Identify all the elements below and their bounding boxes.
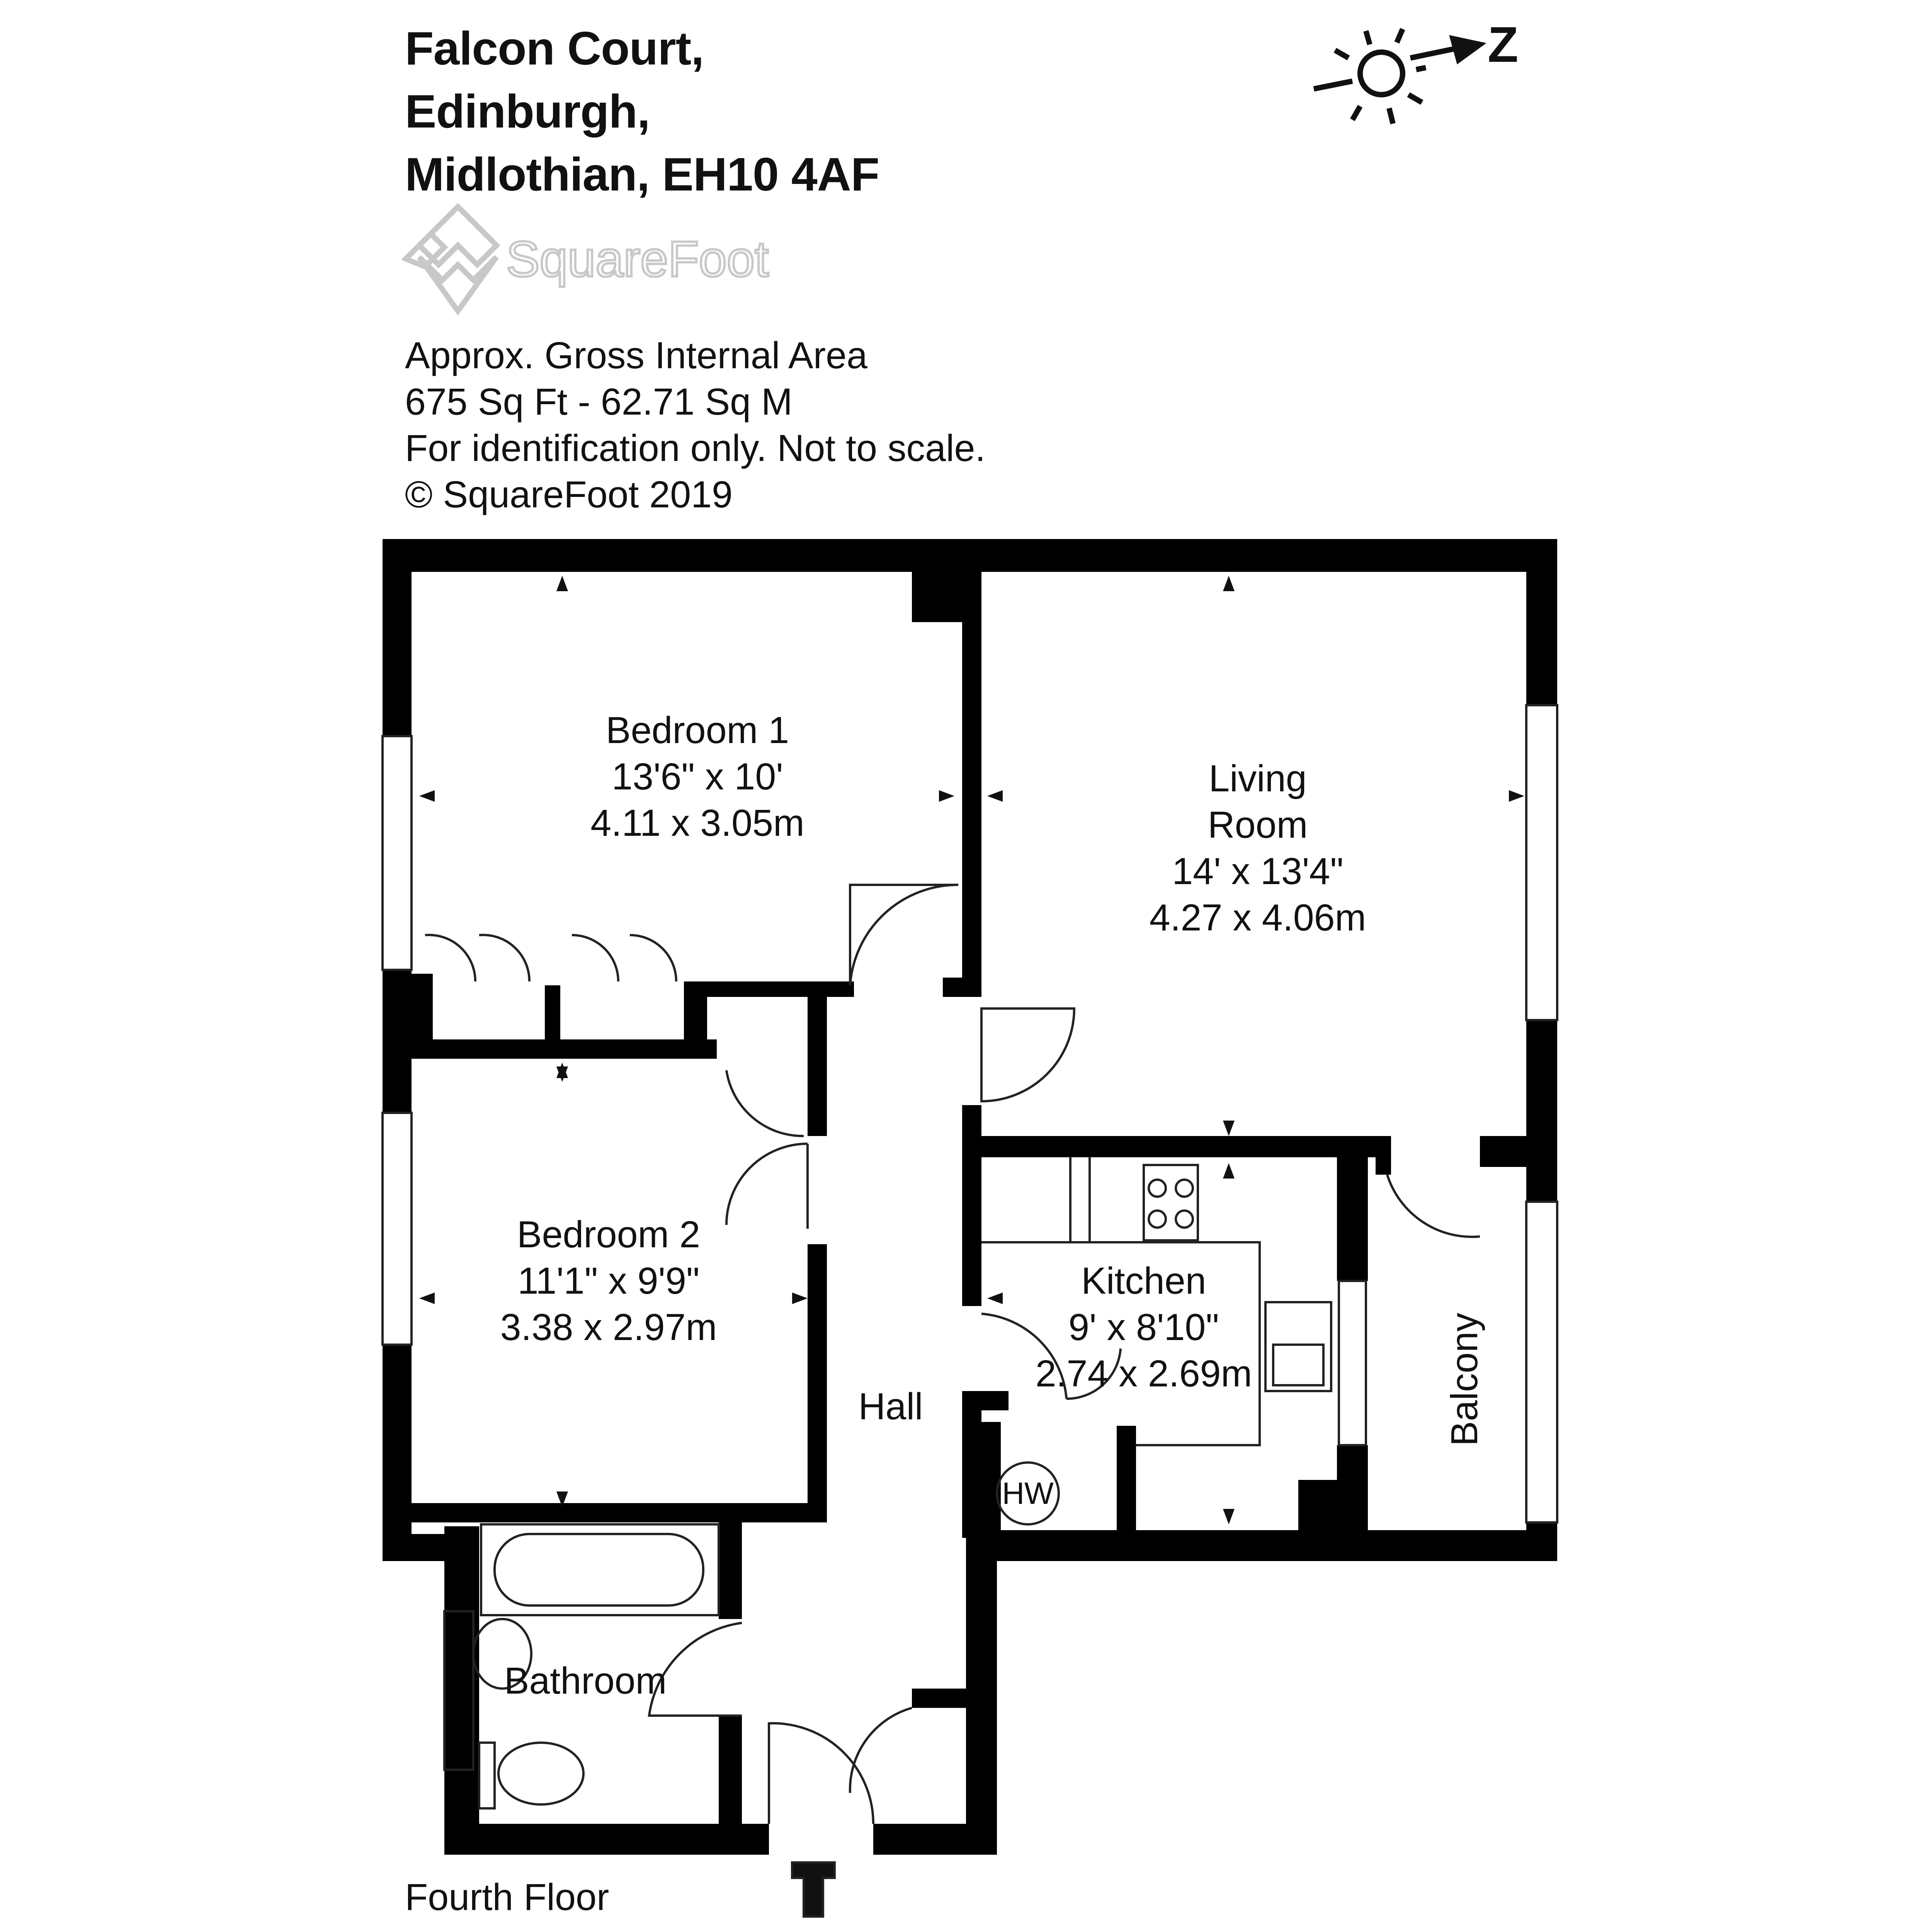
room-balcony: Balcony bbox=[1443, 1313, 1485, 1446]
compass: Z bbox=[1313, 16, 1518, 124]
bedroom-1-imperial: 13'6" x 10' bbox=[612, 755, 783, 798]
kitchen-metric: 2.74 x 2.69m bbox=[1035, 1352, 1252, 1395]
address-line-2: Edinburgh, bbox=[405, 85, 650, 138]
hot-water-cylinder bbox=[996, 1461, 1060, 1526]
inner-walls bbox=[412, 572, 1534, 1855]
squarefoot-logo: SquareFoot bbox=[402, 203, 770, 315]
compass-north-label: Z bbox=[1488, 16, 1518, 73]
toilet bbox=[497, 1742, 585, 1806]
hall-name: Hall bbox=[858, 1385, 923, 1427]
address-line-3: Midlothian, EH10 4AF bbox=[405, 148, 879, 201]
bathroom-name: Bathroom bbox=[504, 1660, 667, 1702]
address-line-1: Falcon Court, bbox=[405, 22, 704, 75]
squarefoot-diamond-logo-icon bbox=[402, 203, 500, 315]
outer-walls bbox=[383, 539, 1557, 1855]
living-name-line-1: Living bbox=[1209, 757, 1307, 799]
living-imperial: 14' x 13'4" bbox=[1172, 850, 1344, 892]
doors bbox=[425, 883, 1480, 1824]
room-bedroom-2: Bedroom 2 11'1" x 9'9" 3.38 x 2.97m bbox=[500, 1211, 717, 1350]
windows bbox=[381, 704, 1558, 1771]
info-block: Approx. Gross Internal Area 675 Sq Ft - … bbox=[405, 332, 985, 518]
room-bathroom: Bathroom bbox=[504, 1658, 667, 1704]
hot-water-label: HW bbox=[1002, 1476, 1054, 1510]
address-title: Falcon Court, Edinburgh, Midlothian, EH1… bbox=[405, 17, 879, 206]
bedroom-1-metric: 4.11 x 3.05m bbox=[590, 802, 804, 844]
sink bbox=[1264, 1301, 1332, 1392]
bedroom-2-name: Bedroom 2 bbox=[517, 1213, 701, 1255]
washbasin bbox=[472, 1618, 532, 1690]
bathtub bbox=[480, 1523, 720, 1616]
room-kitchen: Kitchen 9' x 8'10" 2.74 x 2.69m bbox=[1036, 1258, 1252, 1397]
fixtures bbox=[472, 1157, 1332, 1918]
room-living: Living Room 14' x 13'4" 4.27 x 4.06m bbox=[1150, 755, 1366, 941]
area-value: 675 Sq Ft - 62.71 Sq M bbox=[405, 381, 793, 423]
living-metric: 4.27 x 4.06m bbox=[1149, 896, 1366, 939]
floor-label: Fourth Floor bbox=[405, 1876, 609, 1918]
kitchen-imperial: 9' x 8'10" bbox=[1068, 1306, 1219, 1348]
disclaimer: For identification only. Not to scale. bbox=[405, 427, 986, 469]
kitchen-name: Kitchen bbox=[1081, 1260, 1206, 1302]
bedroom-1-name: Bedroom 1 bbox=[605, 709, 789, 751]
logo-text: SquareFoot bbox=[506, 231, 769, 287]
hob bbox=[1143, 1164, 1199, 1242]
area-label: Approx. Gross Internal Area bbox=[405, 334, 867, 376]
room-bedroom-1: Bedroom 1 13'6" x 10' 4.11 x 3.05m bbox=[590, 707, 804, 846]
bedroom-2-imperial: 11'1" x 9'9" bbox=[517, 1260, 700, 1302]
room-hall: Hall bbox=[858, 1383, 923, 1430]
bedroom-2-metric: 3.38 x 2.97m bbox=[500, 1306, 717, 1348]
living-name-line-2: Room bbox=[1208, 804, 1308, 846]
sun-compass-icon bbox=[1313, 28, 1486, 124]
dimension-arrows bbox=[419, 576, 1524, 1524]
copyright: © SquareFoot 2019 bbox=[405, 473, 733, 515]
